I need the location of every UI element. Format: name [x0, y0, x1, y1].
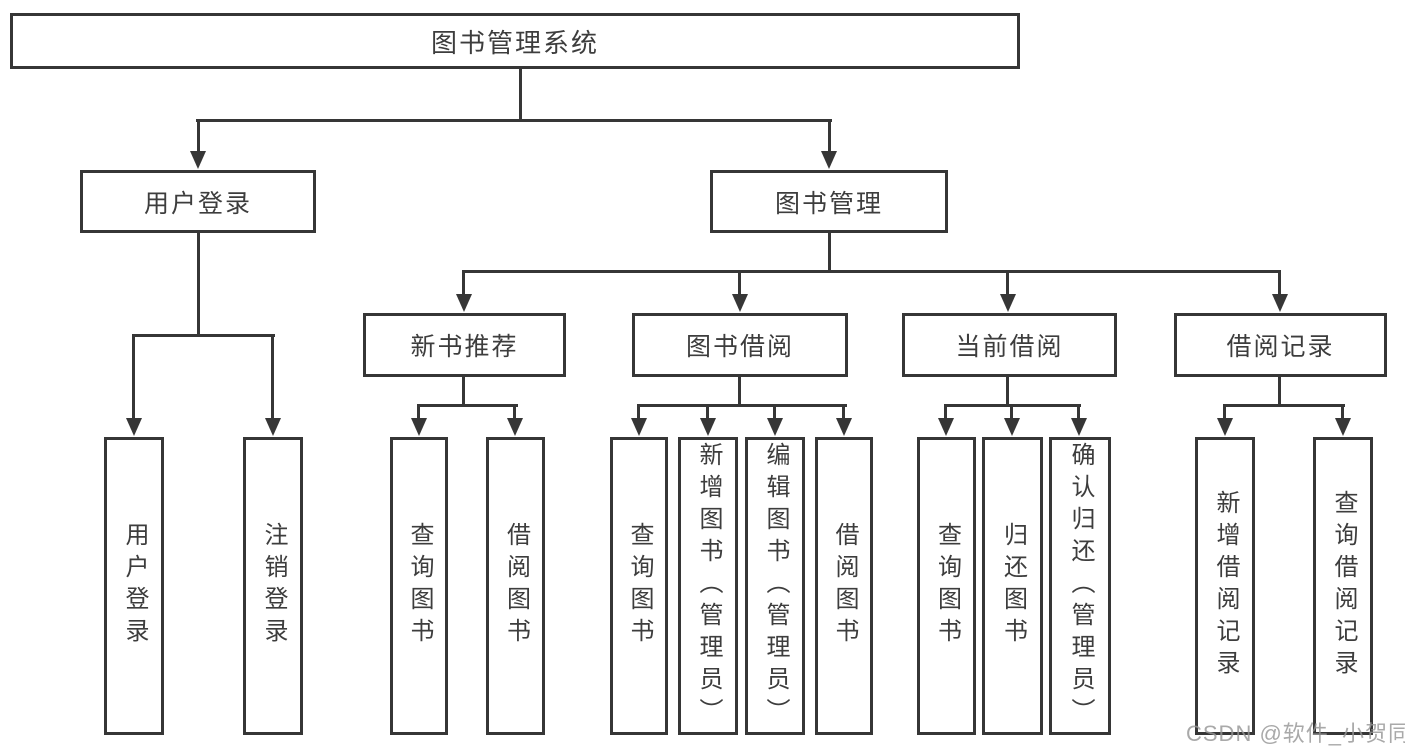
- node-leaf-records-add-record: 新增借阅记录: [1195, 437, 1255, 735]
- node-leaf-recommend-query-books-label: 查询图书: [406, 522, 433, 650]
- csdn-watermark: CSDN @软件_小贺同学: [1186, 721, 1405, 746]
- node-leaf-recommend-borrow-books: 借阅图书: [486, 437, 545, 735]
- node-leaf-records-add-record-label: 新增借阅记录: [1212, 490, 1239, 682]
- arrow-down-icon: [821, 151, 837, 169]
- node-leaf-current-confirm-return-admin: 确认归还（管理员）: [1049, 437, 1111, 735]
- connector-line: [773, 404, 776, 420]
- connector-line: [1341, 404, 1344, 420]
- arrow-down-icon: [126, 418, 142, 436]
- node-leaf-logout: 注销登录: [243, 437, 303, 735]
- node-new-book-recommend: 新书推荐: [363, 313, 566, 377]
- node-root-label: 图书管理系统: [430, 27, 599, 58]
- node-leaf-current-return-books: 归还图书: [982, 437, 1043, 735]
- connector-line: [271, 334, 274, 419]
- arrow-down-icon: [836, 418, 852, 436]
- connector-line: [1278, 270, 1281, 297]
- connector-line: [462, 377, 465, 406]
- connector-line: [417, 404, 420, 420]
- node-new-book-recommend-label: 新书推荐: [410, 333, 519, 361]
- connector-line: [513, 404, 516, 420]
- node-leaf-logout-label: 注销登录: [260, 522, 287, 650]
- node-leaf-borrowing-edit-books-admin: 编辑图书（管理员）: [745, 437, 805, 735]
- connector-line: [519, 69, 522, 120]
- connector-line: [1223, 404, 1226, 420]
- arrow-down-icon: [631, 418, 647, 436]
- node-leaf-borrowing-borrow-books: 借阅图书: [815, 437, 873, 735]
- node-leaf-recommend-query-books: 查询图书: [390, 437, 448, 735]
- connector-line: [738, 270, 741, 297]
- connector-line: [462, 270, 1281, 273]
- arrow-down-icon: [767, 418, 783, 436]
- node-book-management-label: 图书管理: [774, 189, 883, 218]
- node-leaf-borrowing-edit-books-admin-label: 编辑图书（管理员）: [762, 442, 789, 730]
- connector-line: [417, 404, 518, 407]
- node-leaf-records-query-record-label: 查询借阅记录: [1330, 490, 1357, 682]
- node-user-login-module: 用户登录: [80, 170, 316, 233]
- connector-line: [1006, 270, 1009, 297]
- connector-line: [842, 404, 845, 420]
- node-leaf-current-query-books: 查询图书: [917, 437, 976, 735]
- node-book-management-module: 图书管理: [710, 170, 948, 233]
- arrow-down-icon: [190, 151, 206, 169]
- node-current-borrowing: 当前借阅: [902, 313, 1117, 377]
- connector-line: [197, 233, 200, 336]
- arrow-down-icon: [411, 418, 427, 436]
- connector-line: [1223, 404, 1345, 407]
- arrow-down-icon: [265, 418, 281, 436]
- arrow-down-icon: [456, 294, 472, 312]
- connector-line: [132, 334, 275, 337]
- node-leaf-user-login: 用户登录: [104, 437, 164, 735]
- arrow-down-icon: [507, 418, 523, 436]
- node-leaf-recommend-borrow-books-label: 借阅图书: [502, 522, 530, 650]
- connector-line: [828, 233, 831, 272]
- node-leaf-current-confirm-return-admin-label: 确认归还（管理员）: [1067, 442, 1094, 730]
- arrow-down-icon: [700, 418, 716, 436]
- node-borrowing-records-label: 借阅记录: [1226, 333, 1335, 361]
- node-leaf-borrowing-query-books: 查询图书: [610, 437, 668, 735]
- connector-line: [1006, 377, 1009, 406]
- node-book-borrowing-label: 图书借阅: [685, 333, 794, 361]
- connector-line: [132, 334, 135, 419]
- node-leaf-user-login-label: 用户登录: [121, 522, 148, 650]
- node-leaf-current-return-books-label: 归还图书: [999, 522, 1027, 650]
- connector-line: [196, 119, 832, 122]
- node-user-login-label: 用户登录: [143, 189, 252, 218]
- node-leaf-borrowing-add-books-admin: 新增图书（管理员）: [678, 437, 738, 735]
- arrow-down-icon: [1071, 418, 1087, 436]
- arrow-down-icon: [1335, 418, 1351, 436]
- arrow-down-icon: [1000, 294, 1016, 312]
- arrow-down-icon: [732, 294, 748, 312]
- node-leaf-borrowing-borrow-books-label: 借阅图书: [831, 522, 858, 650]
- node-leaf-borrowing-query-books-label: 查询图书: [626, 522, 653, 650]
- node-leaf-records-query-record: 查询借阅记录: [1313, 437, 1373, 735]
- node-borrowing-records: 借阅记录: [1174, 313, 1387, 377]
- connector-line: [637, 404, 640, 420]
- connector-line: [1077, 404, 1080, 420]
- arrow-down-icon: [938, 418, 954, 436]
- arrow-down-icon: [1004, 418, 1020, 436]
- node-root-system: 图书管理系统: [10, 13, 1020, 69]
- connector-line: [706, 404, 709, 420]
- connector-line: [828, 119, 831, 152]
- connector-line: [944, 404, 947, 420]
- node-book-borrowing: 图书借阅: [632, 313, 848, 377]
- connector-line: [1278, 377, 1281, 406]
- connector-line: [637, 404, 847, 407]
- connector-line: [738, 377, 741, 406]
- connector-line: [197, 119, 200, 152]
- node-leaf-current-query-books-label: 查询图书: [933, 522, 961, 650]
- connector-line: [1010, 404, 1013, 420]
- connector-line: [462, 270, 465, 297]
- node-current-borrowing-label: 当前借阅: [955, 333, 1064, 361]
- node-leaf-borrowing-add-books-admin-label: 新增图书（管理员）: [695, 442, 722, 730]
- arrow-down-icon: [1272, 294, 1288, 312]
- arrow-down-icon: [1217, 418, 1233, 436]
